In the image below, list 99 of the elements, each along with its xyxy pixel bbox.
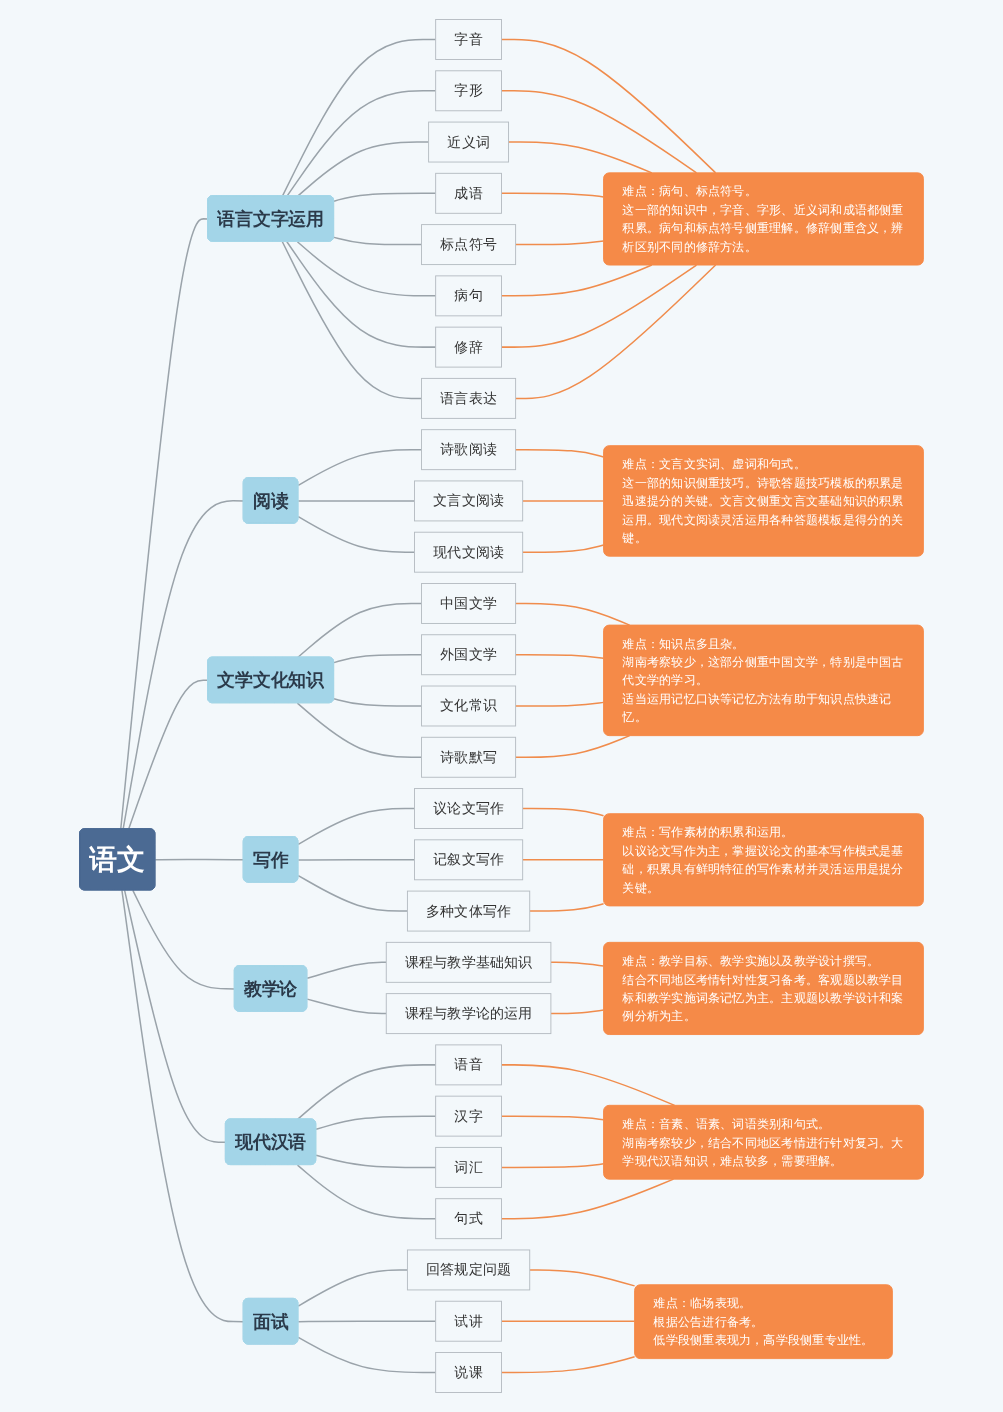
subtopic-box: 语音 — [435, 1044, 502, 1086]
connector-line — [306, 961, 387, 980]
connector-line — [528, 903, 605, 912]
connector-line — [500, 1320, 636, 1323]
connector-line — [121, 889, 245, 1323]
connector-line — [500, 1064, 676, 1107]
connector-line — [333, 698, 423, 707]
topic-box: 阅读 — [242, 477, 299, 524]
topic-box: 现代汉语 — [224, 1118, 317, 1166]
topic-box: 教学论 — [233, 965, 308, 1012]
connector-line — [514, 701, 605, 707]
subtopic-box: 字形 — [435, 70, 502, 112]
connector-line — [521, 807, 605, 817]
connector-line — [500, 1115, 605, 1121]
subtopic-box: 词汇 — [435, 1146, 502, 1188]
connector-line — [122, 500, 245, 830]
subtopic-box: 成语 — [435, 172, 502, 214]
subtopic-box: 文化常识 — [421, 685, 517, 727]
connector-line — [500, 38, 717, 174]
connector-line — [296, 141, 430, 197]
note-box: 难点：知识点多且杂。 湖南考察较少，这部分侧重中国文学，特别是中国古代文学的学习。 适当运用记忆口诀等记忆方法有助于知识点快速记忆。 — [603, 624, 924, 737]
subtopic-box: 字音 — [435, 19, 502, 60]
connector-line — [333, 236, 423, 246]
connector-line — [315, 1154, 437, 1169]
connector-line — [296, 241, 437, 297]
subtopic-box: 记叙文写作 — [414, 839, 524, 881]
connector-line — [333, 653, 423, 664]
connector-line — [296, 702, 423, 759]
subtopic-box: 病句 — [435, 275, 502, 317]
connector-line — [296, 1164, 437, 1220]
connector-line — [514, 264, 717, 400]
subtopic-box: 课程与教学论的运用 — [385, 993, 552, 1035]
topic-box: 写作 — [242, 836, 299, 883]
note-box: 难点：教学目标、教学实施以及教学设计撰写。 结合不同地区考情针对性复习备考。客观题以教学目标和教学实施词条记忆为主。主观题以教学设计和案例分析为主。 — [603, 941, 924, 1035]
topic-box: 面试 — [242, 1297, 299, 1345]
note-box: 难点：临场表现。 根据公告进行备考。 低学段侧重表现力，高学段侧重专业性。 — [634, 1284, 893, 1360]
subtopic-box: 语言表达 — [421, 377, 517, 419]
connector-line — [286, 241, 437, 348]
connector-line — [297, 1320, 437, 1323]
connector-line — [127, 679, 209, 830]
connector-line — [528, 1269, 636, 1287]
connector-line — [123, 889, 227, 1143]
connector-line — [500, 192, 605, 198]
subtopic-box: 诗歌默写 — [421, 736, 517, 778]
connector-line — [550, 1009, 605, 1015]
connector-line — [514, 653, 605, 660]
subtopic-box: 现代文阅读 — [414, 531, 524, 573]
connector-line — [297, 1269, 409, 1307]
note-box: 难点：音素、语素、词语类别和句式。 湖南考察较少，结合不同地区考情进行针对复习。大学现代汉语知识，难点较多，需要理解。 — [603, 1104, 924, 1180]
connector-line — [514, 448, 605, 458]
connector-line — [514, 240, 605, 246]
connector-line — [521, 859, 605, 861]
connector-line — [120, 218, 209, 830]
connector-line — [297, 1336, 437, 1374]
subtopic-box: 议论文写作 — [414, 788, 524, 829]
subtopic-box: 文言文阅读 — [414, 480, 524, 522]
connector-line — [521, 544, 605, 553]
connector-line — [281, 241, 423, 400]
subtopic-box: 汉字 — [435, 1095, 502, 1137]
connector-line — [297, 515, 416, 553]
subtopic-box: 中国文学 — [421, 583, 517, 624]
connector-line — [500, 1163, 605, 1169]
subtopic-box: 多种文体写作 — [406, 890, 531, 932]
connector-line — [297, 500, 416, 502]
connector-line — [521, 500, 605, 502]
connector-line — [333, 192, 437, 202]
connector-line — [297, 874, 409, 912]
note-box: 难点：文言文实词、虚词和句式。 这一部的知识侧重技巧。诗歌答题技巧模板的积累是迅速提分的关键。文言文侧重文言文基础知识的积累运用。现代文阅读灵活运用各种答题模板是得分的关键。 — [603, 445, 924, 557]
connector-line — [514, 734, 631, 759]
subtopic-box: 回答规定问题 — [406, 1249, 531, 1291]
connector-line — [297, 807, 416, 846]
connector-line — [500, 264, 698, 348]
connector-line — [296, 602, 423, 659]
root-topic-box: 语文 — [79, 828, 156, 891]
connector-line — [297, 859, 416, 861]
subtopic-box: 外国文学 — [421, 634, 517, 676]
subtopic-box: 试讲 — [435, 1300, 502, 1342]
subtopic-box: 标点符号 — [421, 224, 517, 266]
topic-box: 文学文化知识 — [207, 656, 335, 704]
connector-line — [500, 1356, 636, 1374]
connector-line — [132, 889, 236, 990]
subtopic-box: 课程与教学基础知识 — [385, 941, 552, 983]
subtopic-box: 诗歌阅读 — [421, 429, 517, 471]
connector-line — [281, 38, 437, 197]
connector-line — [514, 602, 631, 626]
subtopic-box: 说课 — [435, 1352, 502, 1393]
connector-line — [286, 90, 437, 197]
note-box: 难点：病句、标点符号。 这一部的知识中，字音、字形、近义词和成语都侧重积累。病句和标点符号侧重理解。修辞侧重含义，辨析区别不同的修辞方法。 — [603, 172, 924, 266]
connector-line — [297, 448, 423, 487]
connector-line — [306, 998, 387, 1015]
connector-line — [154, 858, 245, 861]
subtopic-box: 句式 — [435, 1198, 502, 1240]
note-box: 难点：写作素材的积累和运用。 以议论文写作为主，掌握议论文的基本写作模式是基础，积累具有鲜明特征的写作素材并灵活运用是提分关键。 — [603, 813, 924, 907]
topic-box: 语言文字运用 — [207, 195, 335, 242]
subtopic-box: 修辞 — [435, 326, 502, 368]
connector-line — [550, 961, 605, 967]
connector-line — [500, 90, 698, 174]
subtopic-box: 近义词 — [428, 121, 510, 163]
connector-line — [315, 1115, 437, 1131]
